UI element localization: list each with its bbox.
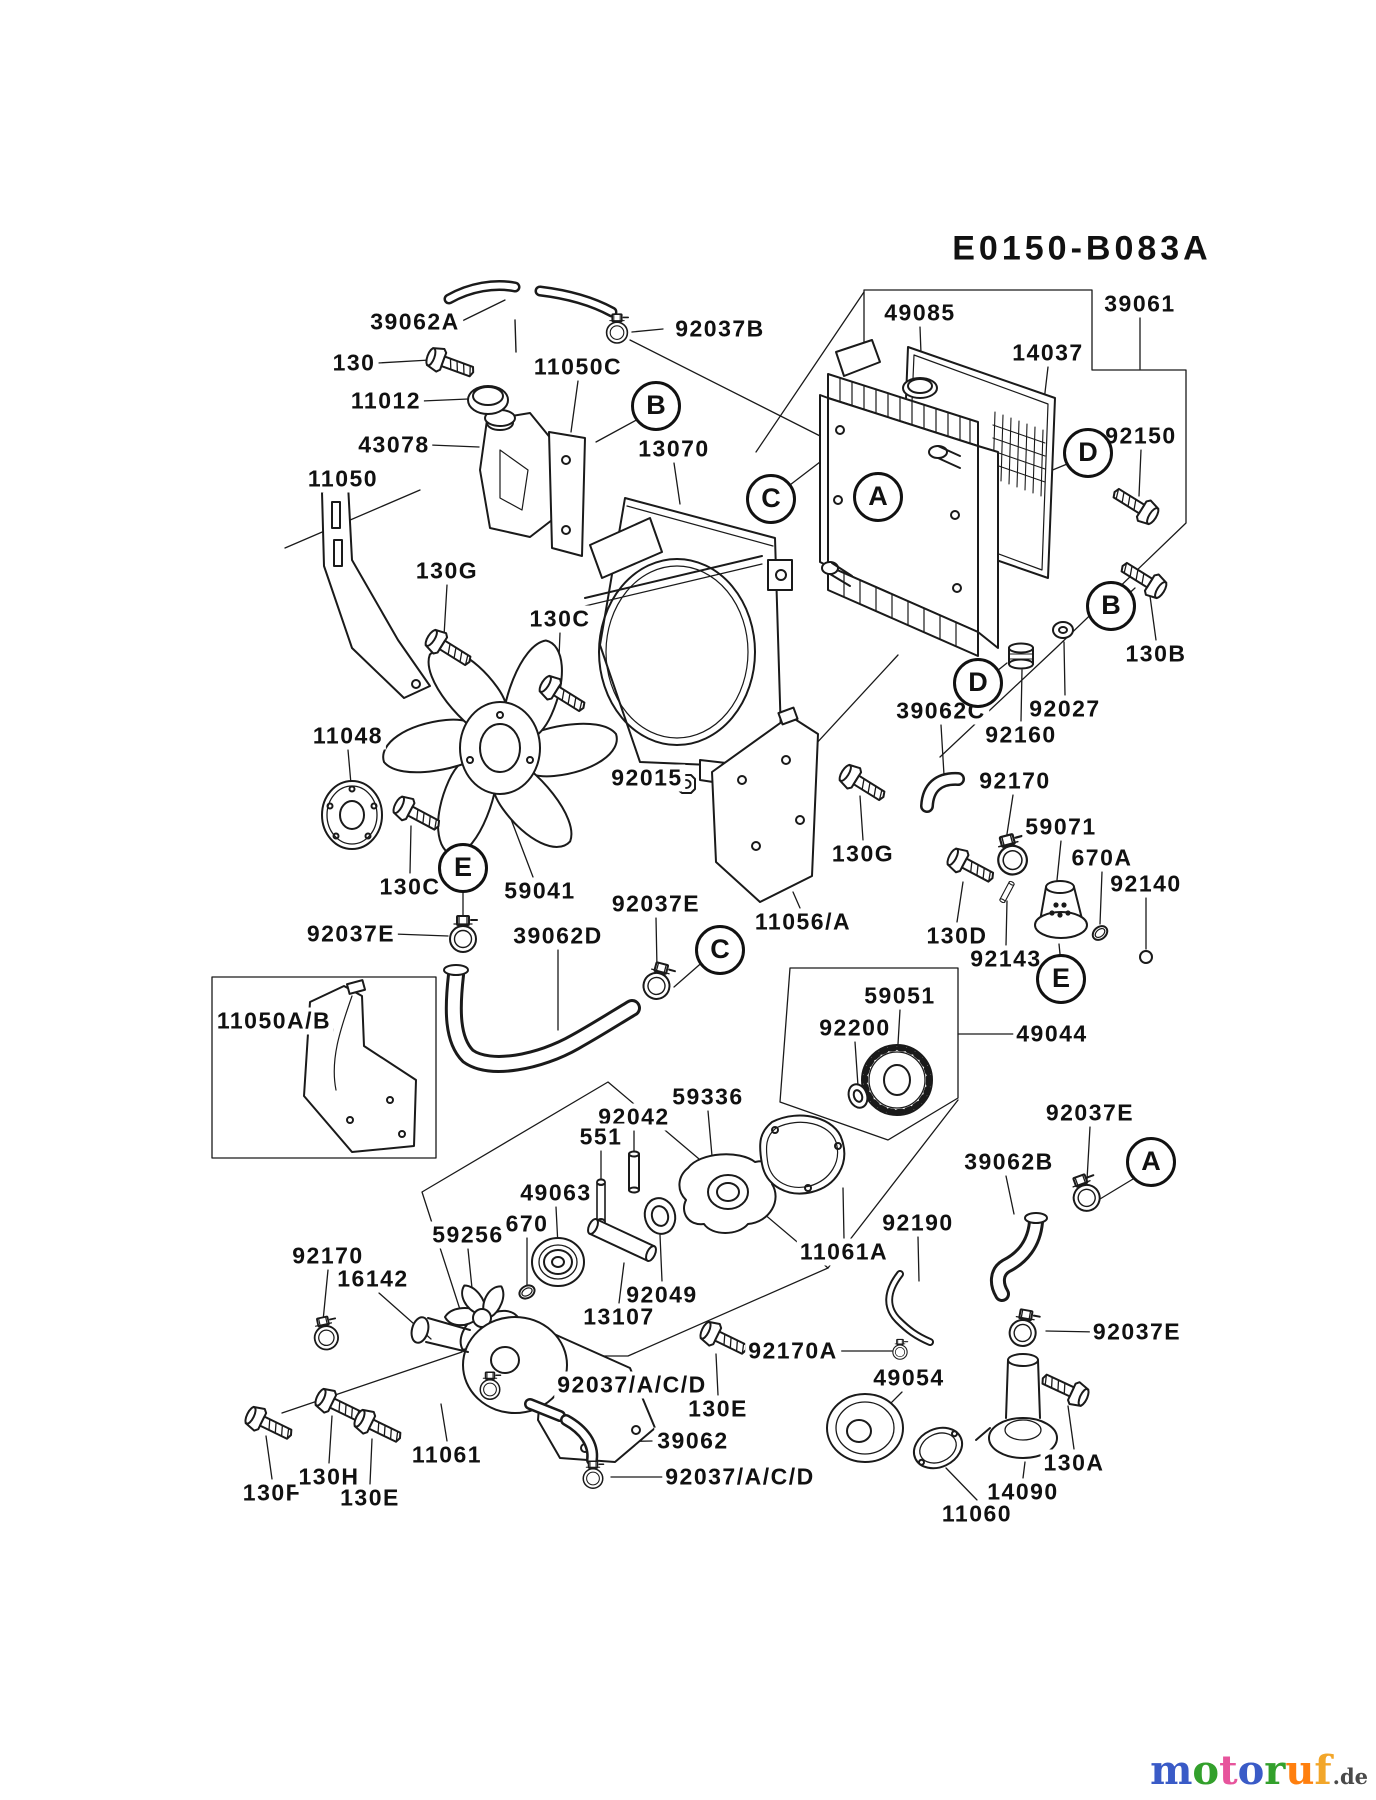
diagram-code: E0150-B083A — [952, 229, 1212, 268]
part-label: 49085 — [881, 299, 959, 327]
watermark-letter: o — [1237, 1747, 1265, 1794]
part-label: 92049 — [623, 1281, 701, 1309]
part-label: 130D — [923, 922, 991, 950]
watermark-letter: f — [1314, 1747, 1332, 1794]
part-label: 92143 — [967, 945, 1045, 973]
callout-letter-A: A — [1126, 1137, 1176, 1187]
bracket-11056-drawing — [711, 706, 819, 903]
part-label: 16142 — [334, 1265, 412, 1293]
part-label: 92170 — [976, 767, 1054, 795]
hose-39062D-drawing — [443, 964, 641, 1073]
part-label: 59071 — [1022, 813, 1100, 841]
bottom-hoses-drawing — [524, 1212, 1048, 1466]
part-label: 92160 — [982, 721, 1060, 749]
pump-small-parts — [444, 1150, 677, 1357]
gear-59051-drawing — [847, 1044, 933, 1116]
part-label: 11061 — [408, 1441, 486, 1469]
part-label: 130F — [239, 1479, 305, 1507]
fan-drawing — [321, 631, 618, 865]
part-label: 130C — [376, 873, 444, 901]
callout-letter-D: D — [1063, 428, 1113, 478]
callout-letter-B: B — [1086, 581, 1136, 631]
hose-39062A-drawing — [443, 280, 618, 318]
part-label: 92170 — [289, 1242, 367, 1270]
part-label: 670 — [502, 1210, 552, 1238]
part-label: 130G — [828, 840, 898, 868]
reserve-tank-drawing — [321, 319, 586, 699]
part-label: 11061A — [796, 1238, 892, 1266]
part-label: 92037/A/C/D — [662, 1463, 818, 1491]
part-label: 13070 — [635, 435, 713, 463]
part-label: 59051 — [861, 982, 939, 1010]
callout-letter-C: C — [695, 925, 745, 975]
part-label: 92190 — [879, 1209, 957, 1237]
part-label: 92150 — [1102, 422, 1180, 450]
part-label: 11050A/B — [213, 1007, 335, 1035]
part-label: 551 — [576, 1123, 626, 1151]
part-label: 11048 — [309, 722, 387, 750]
part-label: 130G — [412, 557, 482, 585]
part-label: 59256 — [429, 1221, 507, 1249]
callout-letter-C: C — [746, 474, 796, 524]
part-label: 130 — [329, 349, 379, 377]
part-label: 92037E — [608, 890, 704, 918]
part-label: 130E — [337, 1484, 403, 1512]
watermark-suffix: .de — [1332, 1764, 1368, 1789]
part-label: 92027 — [1026, 695, 1104, 723]
part-label: 130C — [526, 605, 594, 633]
watermark-letter: u — [1285, 1747, 1315, 1794]
part-label: 43078 — [355, 431, 433, 459]
part-label: 92042 — [595, 1103, 673, 1131]
callout-letter-E: E — [438, 843, 488, 893]
part-label: 130A — [1040, 1449, 1108, 1477]
pump-housing-drawing — [678, 1114, 846, 1234]
watermark-letter: m — [1150, 1747, 1193, 1794]
part-label: 49054 — [870, 1364, 948, 1392]
thermostat-drawing — [920, 621, 1153, 964]
bracket-11050AB-drawing — [303, 979, 417, 1153]
part-label: 59336 — [669, 1083, 747, 1111]
watermark-letters: motoruf — [1150, 1747, 1332, 1794]
part-label: 92037E — [1042, 1099, 1138, 1127]
callout-letter-B: B — [631, 381, 681, 431]
part-label: 14090 — [984, 1478, 1062, 1506]
part-label: 39062D — [510, 922, 606, 950]
part-label: 130B — [1122, 640, 1190, 668]
part-label: 39062B — [961, 1148, 1057, 1176]
part-label: 130E — [685, 1395, 751, 1423]
watermark-letter: t — [1219, 1747, 1238, 1794]
part-label: 59041 — [501, 877, 579, 905]
part-label: 11012 — [347, 387, 425, 415]
part-label: 11050 — [304, 465, 382, 493]
watermark-letter: r — [1264, 1747, 1286, 1794]
part-label: 49044 — [1013, 1020, 1091, 1048]
part-label: 39062 — [654, 1427, 732, 1455]
part-label: 39061 — [1101, 290, 1179, 318]
part-label: 92140 — [1107, 870, 1185, 898]
part-label: 92037/A/C/D — [554, 1371, 710, 1399]
callout-letter-A: A — [853, 472, 903, 522]
part-label: 14037 — [1009, 339, 1087, 367]
part-label: 92037B — [672, 315, 768, 343]
part-label: 92037E — [1089, 1318, 1185, 1346]
part-label: 92015 — [608, 764, 686, 792]
watermark-letter: o — [1192, 1747, 1220, 1794]
part-label: 11060 — [938, 1500, 1016, 1528]
part-label: 39062A — [367, 308, 463, 336]
callout-letter-E: E — [1036, 954, 1086, 1004]
part-label: 49063 — [517, 1179, 595, 1207]
callout-letter-D: D — [953, 658, 1003, 708]
part-label: 92200 — [816, 1014, 894, 1042]
part-label: 11056/A — [751, 908, 855, 936]
part-label: 92037E — [303, 920, 399, 948]
part-label: 670A — [1068, 844, 1136, 872]
part-label: 11050C — [530, 353, 626, 381]
watermark-logo: motoruf.de — [1150, 1747, 1368, 1794]
radiator-drawing — [819, 339, 1056, 657]
part-label: 92170A — [745, 1337, 841, 1365]
water-pipe-drawing — [826, 1353, 1058, 1470]
